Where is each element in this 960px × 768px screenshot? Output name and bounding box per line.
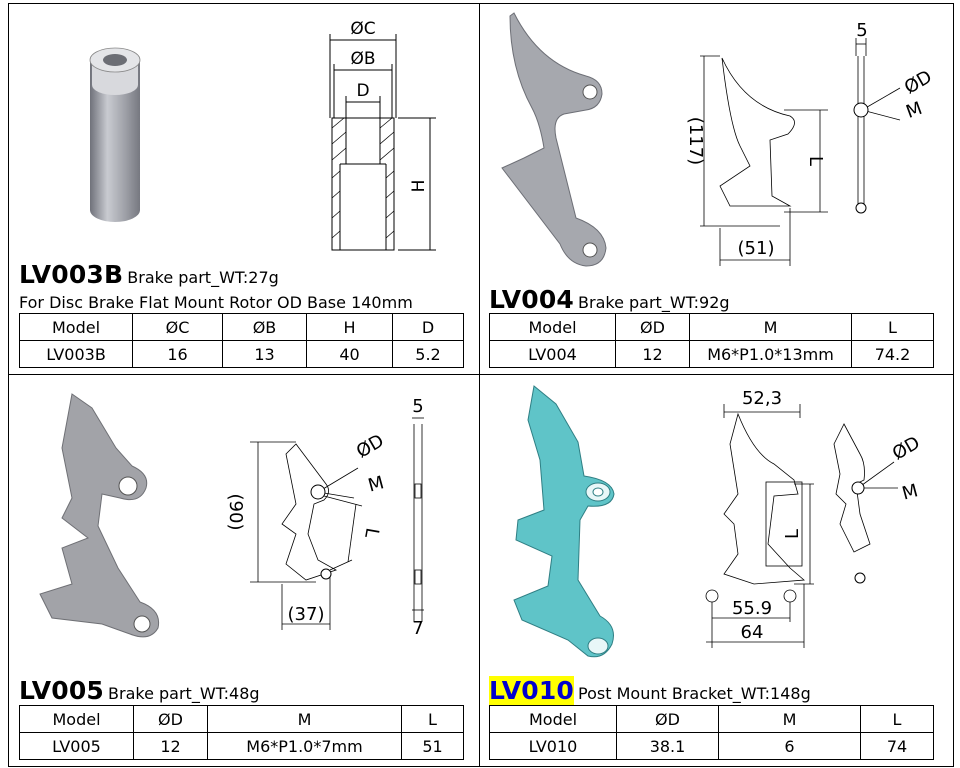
table-row: LV005 12 M6*P1.0*7mm 51	[19, 732, 464, 760]
lv003b-subtitle: For Disc Brake Flat Mount Rotor OD Base …	[19, 293, 413, 312]
header-cell: H	[306, 313, 393, 341]
column-divider	[479, 3, 480, 766]
model-desc: Brake part_WT:92g	[578, 293, 730, 312]
header-cell: ØB	[222, 313, 307, 341]
header-cell: L	[401, 705, 464, 733]
row-divider	[8, 374, 953, 375]
model-desc: Brake part_WT:27g	[127, 268, 279, 287]
dim-h: H	[409, 180, 429, 193]
value-cell: LV004	[489, 340, 616, 368]
table-header-row: Model ØD M L	[489, 313, 934, 341]
table-header-row: Model ØC ØB H D	[19, 313, 464, 341]
table-header-row: Model ØD M L	[19, 705, 464, 733]
value-cell: 38.1	[616, 732, 719, 760]
table-row: LV003B 16 13 40 5.2	[19, 340, 464, 368]
header-cell: L	[851, 313, 934, 341]
header-cell: M	[207, 705, 402, 733]
value-cell: 5.2	[392, 340, 464, 368]
lv010-line-drawing: 52,3 ØD M L 55.9 64	[705, 388, 924, 648]
dim-l: L	[360, 526, 382, 540]
value-cell: 16	[132, 340, 223, 368]
model-code: LV010	[489, 676, 575, 705]
dim-l: L	[805, 156, 826, 166]
table-row: LV010 38.1 6 74	[489, 732, 934, 760]
header-cell: M	[689, 313, 852, 341]
lv010-render-image	[513, 385, 615, 658]
dim-5: 5	[856, 20, 867, 41]
value-cell: 74	[860, 732, 934, 760]
value-cell: 6	[718, 732, 861, 760]
value-cell: 12	[133, 732, 208, 760]
dim-7: 7	[412, 618, 423, 639]
header-cell: M	[718, 705, 861, 733]
model-code: LV003B	[19, 260, 124, 289]
lv003b-spec-table: Model ØC ØB H D LV003B 16 13 40 5.2	[19, 313, 464, 368]
dim-phi-b: ØB	[350, 49, 375, 69]
lv004-render-image	[501, 12, 607, 267]
dim-m: M	[900, 480, 920, 504]
value-cell: 74.2	[851, 340, 934, 368]
dim-55-9: 55.9	[732, 598, 772, 619]
value-cell: M6*P1.0*13mm	[689, 340, 852, 368]
value-cell: 12	[615, 340, 690, 368]
model-code: LV005	[19, 676, 105, 705]
dim-5: 5	[412, 396, 423, 417]
lv005-spec-table: Model ØD M L LV005 12 M6*P1.0*7mm 51	[19, 705, 464, 760]
dim-phi-d: ØD	[889, 432, 924, 464]
header-cell: ØC	[132, 313, 223, 341]
lv010-spec-table: Model ØD M L LV010 38.1 6 74	[489, 705, 934, 760]
header-cell: ØD	[616, 705, 719, 733]
dim-117: (117)	[685, 117, 706, 165]
dim-m: M	[903, 98, 925, 123]
value-cell: LV010	[489, 732, 617, 760]
header-cell: L	[860, 705, 934, 733]
dim-phi-d: ØD	[901, 66, 936, 98]
lv003b-section-drawing: ØC ØB D H	[329, 19, 436, 251]
value-cell: LV005	[19, 732, 134, 760]
dim-d: D	[356, 81, 369, 101]
lv003b-render-image	[89, 47, 141, 222]
dim-90: (90)	[225, 494, 246, 531]
header-cell: Model	[19, 313, 133, 341]
value-cell: 40	[306, 340, 393, 368]
dim-l: L	[782, 529, 803, 539]
value-cell: LV003B	[19, 340, 133, 368]
dim-phi-c: ØC	[350, 19, 375, 39]
value-cell: 13	[222, 340, 307, 368]
lv004-line-drawing: 5 ØD M (117) L (51)	[685, 20, 936, 266]
dim-52-3: 52,3	[742, 388, 782, 409]
header-cell: Model	[489, 313, 616, 341]
header-cell: ØD	[615, 313, 690, 341]
header-cell: ØD	[133, 705, 208, 733]
model-desc: Brake part_WT:48g	[108, 684, 260, 703]
lv005-line-drawing: 5 ØD M (90) L (37) 7	[225, 396, 424, 639]
header-cell: Model	[19, 705, 134, 733]
value-cell: 51	[401, 732, 464, 760]
model-code: LV004	[489, 285, 575, 314]
model-desc: Post Mount Bracket_WT:148g	[578, 684, 811, 703]
value-cell: M6*P1.0*7mm	[207, 732, 402, 760]
dim-phi-d: ØD	[353, 430, 388, 462]
dim-37: (37)	[288, 604, 325, 625]
dim-m: M	[366, 472, 386, 496]
lv005-render-image	[39, 393, 160, 638]
table-row: LV004 12 M6*P1.0*13mm 74.2	[489, 340, 934, 368]
header-cell: Model	[489, 705, 617, 733]
dim-64: 64	[741, 622, 764, 643]
table-header-row: Model ØD M L	[489, 705, 934, 733]
dim-51: (51)	[738, 238, 775, 259]
lv004-spec-table: Model ØD M L LV004 12 M6*P1.0*13mm 74.2	[489, 313, 934, 368]
header-cell: D	[392, 313, 464, 341]
page-frame	[8, 3, 954, 767]
